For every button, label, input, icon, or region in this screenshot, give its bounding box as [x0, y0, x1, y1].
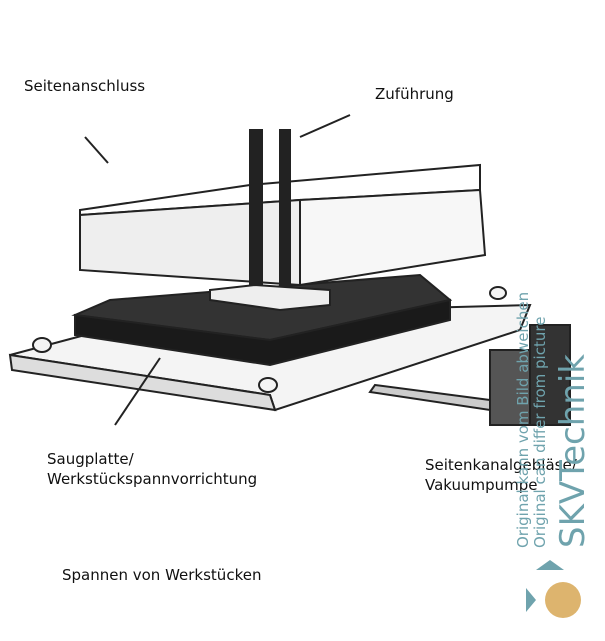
triangle-icon: [526, 588, 536, 612]
label-suction-plate: Saugplatte/ Werkstückspannvorrichtung: [35, 437, 305, 497]
label-line: Seitenkanalgebläse/: [425, 456, 577, 474]
watermark-brand: SKVTechnik: [553, 354, 593, 548]
triangle-icon: [536, 560, 564, 570]
brand-logo: [526, 560, 581, 618]
label-line: Vakuumpumpe: [425, 476, 538, 494]
caption: Spannen von Werkstücken: [35, 525, 505, 641]
watermark-line: Original kann vom Bild abweichen: [514, 291, 532, 548]
watermark-line: Original can differ from picture: [531, 316, 549, 548]
label-side-connection: Seitenanschluss: [24, 65, 150, 121]
label-blower: Seitenkanalgebläse/ Vakuumpumpe: [420, 445, 605, 515]
label-feed: Zuführung: [287, 46, 470, 109]
logo-circle-icon: [545, 582, 581, 618]
label-line: Werkstückspannvorrichtung: [47, 470, 258, 488]
label-line: Saugplatte/: [47, 450, 134, 468]
watermark-text: Original kann vom Bild abweichen Origina…: [514, 291, 549, 548]
